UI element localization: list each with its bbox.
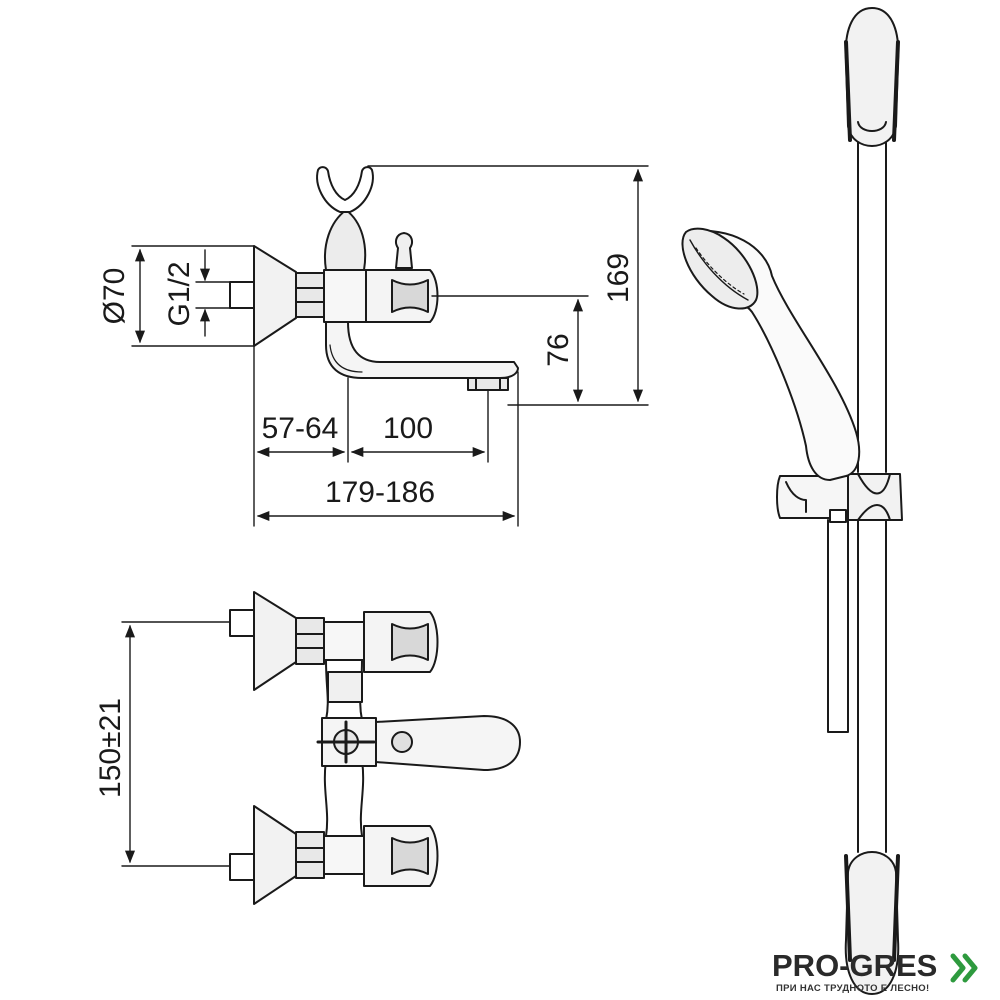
brand-tagline: ПРИ НАС ТРУДНОТО Е ЛЕСНО! [776,983,930,994]
hex-nut [295,272,325,318]
inlet-pipe [229,281,255,309]
top-view-mixer [229,591,521,905]
dimension-lines [121,165,649,867]
upper-flange [253,591,297,691]
shower-rail [776,7,903,995]
shower-hose [827,519,849,733]
dim-height-total: 169 [602,253,635,303]
mixer-body [323,269,367,323]
dim-spout-reach: 100 [383,412,433,445]
dim-overall-depth: 179-186 [325,476,435,509]
shower-holder-hook [316,166,374,213]
dim-wall-offset: 57-64 [262,412,339,445]
brand-logo: PRO-GRES ПРИ НАС ТРУДНОТО Е ЛЕСНО! [770,942,1000,1000]
dim-diameter: Ø70 [98,268,131,325]
spout [325,321,519,379]
lower-nut [295,831,325,879]
rail-top-bracket [844,7,900,147]
spout-top [375,715,521,771]
dim-inlet-spacing: 150±21 [94,698,127,798]
lower-flange [253,805,297,905]
aerator [467,377,509,391]
double-chevron-right-icon [950,953,978,983]
rail-bottom-bracket [844,851,900,995]
hand-shower [681,227,861,481]
wall-flange [253,245,297,347]
brand-name: PRO-GRES [772,948,938,983]
dimension-labels: Ø70 G1/2 169 76 57-64 100 179-186 150±21 [94,253,635,798]
dim-height-spout: 76 [542,333,575,366]
hand-shower-head [681,227,759,310]
diverter-column [324,209,367,271]
rail-slider [847,473,903,521]
side-view-mixer [229,166,519,391]
dim-thread: G1/2 [163,261,196,326]
center-body [327,671,363,703]
diverter-knob [395,232,413,269]
upper-nut [295,617,325,665]
